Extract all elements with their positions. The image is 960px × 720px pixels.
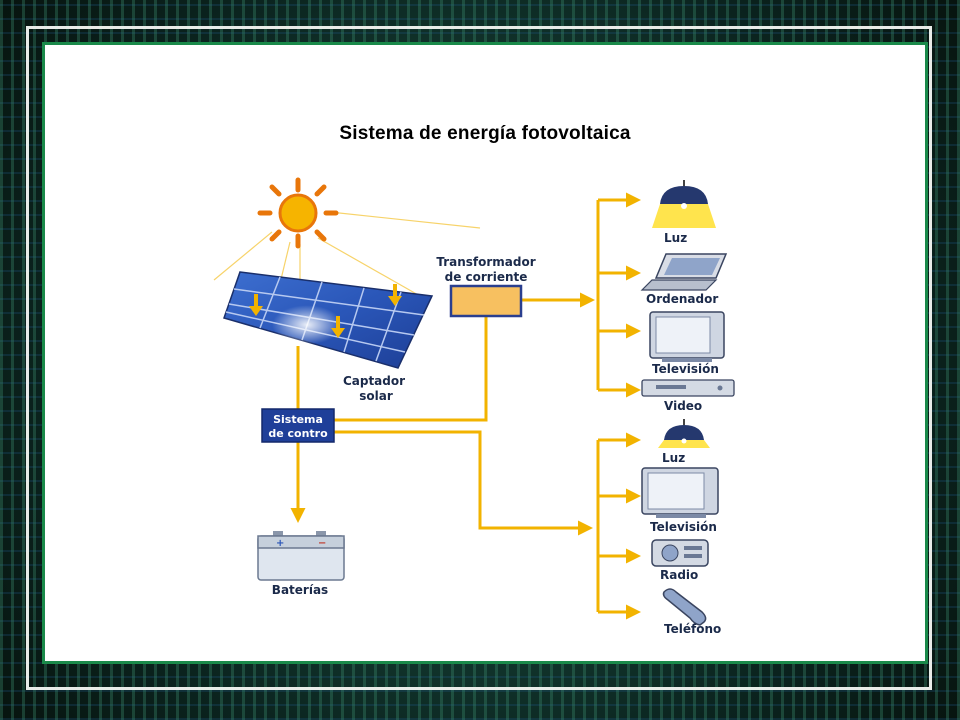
ac-load-luz: Luz <box>652 180 716 245</box>
laptop-icon <box>640 253 728 291</box>
ac-label-television: Televisión <box>652 362 719 376</box>
transformer-label-2: de corriente <box>445 270 528 284</box>
panel-label-1: Captador <box>343 374 405 388</box>
vcr-icon <box>641 379 735 397</box>
ac-label-luz: Luz <box>664 231 687 245</box>
tv-icon <box>649 311 725 362</box>
dc-load-radio: Radio <box>651 539 709 582</box>
control-label-1: Sistema <box>273 413 323 426</box>
ac-load-video: Video <box>641 379 735 413</box>
ac-label-ordenador: Ordenador <box>646 292 718 306</box>
svg-text:−: − <box>318 538 326 549</box>
dc-label-television: Televisión <box>650 520 717 534</box>
control-label-2: de contro <box>268 427 328 440</box>
battery-icon: + − <box>257 531 345 581</box>
control-box: Sistema de contro <box>261 408 335 443</box>
tv-icon <box>641 467 719 518</box>
dc-load-telefono: Teléfono <box>662 588 721 636</box>
outer-frame <box>26 26 932 690</box>
transformer-label-1: Transformador <box>436 255 535 269</box>
wires <box>290 192 641 620</box>
lamp-icon <box>658 419 710 448</box>
ac-label-video: Video <box>664 399 702 413</box>
dc-label-radio: Radio <box>660 568 698 582</box>
dc-label-luz: Luz <box>662 451 685 465</box>
batteries-label: Baterías <box>272 583 328 597</box>
dc-label-telefono: Teléfono <box>664 622 721 636</box>
dc-load-luz: Luz <box>658 419 710 465</box>
panel-label-2: solar <box>359 389 393 403</box>
ac-load-television: Televisión <box>649 311 725 376</box>
lamp-icon <box>652 180 716 228</box>
svg-text:+: + <box>276 538 284 549</box>
solar-panel-icon <box>223 271 434 369</box>
phone-icon <box>662 588 707 626</box>
transformer-box: Transformador de corriente <box>436 255 536 318</box>
slide-title: Sistema de energía fotovoltaica <box>339 123 631 144</box>
ac-load-ordenador: Ordenador <box>640 253 728 306</box>
dc-load-television: Televisión <box>641 467 719 534</box>
sun-icon <box>257 177 339 249</box>
radio-icon <box>651 539 709 567</box>
slide: Sistema de energía fotovoltaica <box>42 42 928 664</box>
